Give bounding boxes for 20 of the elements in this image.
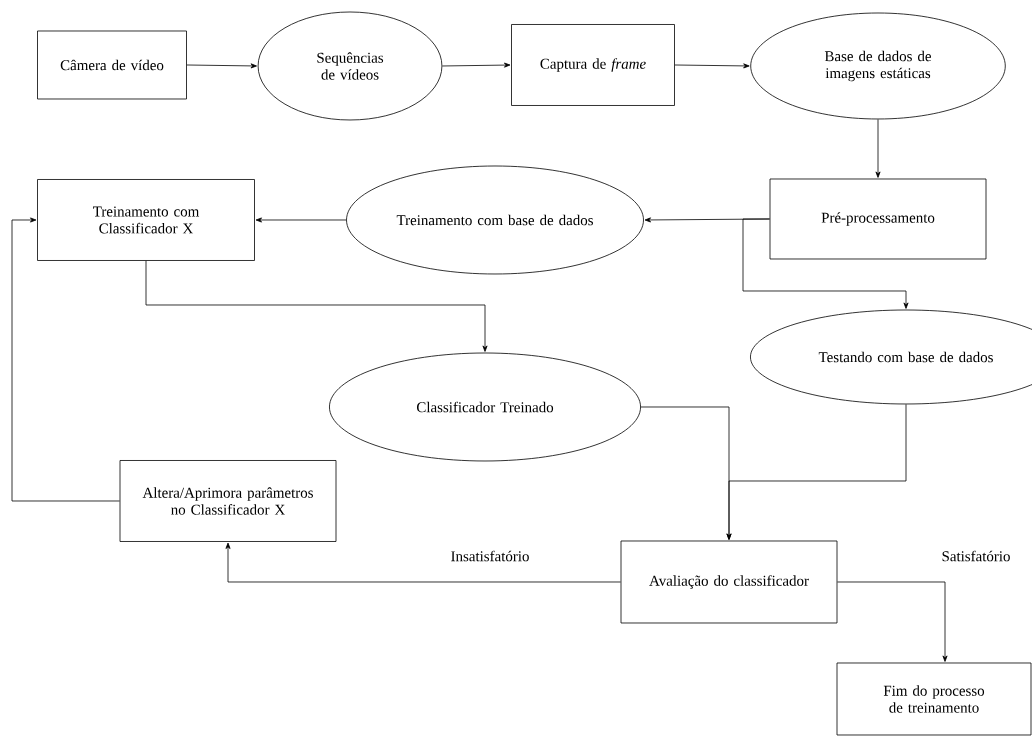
arrow — [186, 63, 257, 69]
process-box: Fim do processo de treinamento — [836, 662, 1032, 736]
arrow — [255, 217, 347, 223]
process-box: Altera/Aprimora parâmetros no Classificador X — [119, 460, 337, 542]
arrow — [726, 404, 907, 540]
arrow — [11, 217, 120, 502]
process-box: Captura de frame — [511, 24, 675, 106]
arrow — [441, 62, 511, 68]
arrow — [225, 542, 621, 583]
arrow — [674, 63, 750, 69]
process-box: Pré-processamento — [769, 178, 987, 260]
arrow — [742, 218, 909, 309]
arrow — [875, 119, 881, 178]
edge-label: Insatisfatório — [449, 549, 531, 563]
edge-label: Satisfatório — [940, 549, 1012, 563]
process-box: Câmera de vídeo — [37, 30, 187, 100]
process-box: Treinamento com Classificador X — [37, 179, 255, 261]
arrow — [837, 581, 948, 662]
arrow — [145, 260, 488, 352]
process-box: Avaliação do classificador — [620, 540, 838, 624]
